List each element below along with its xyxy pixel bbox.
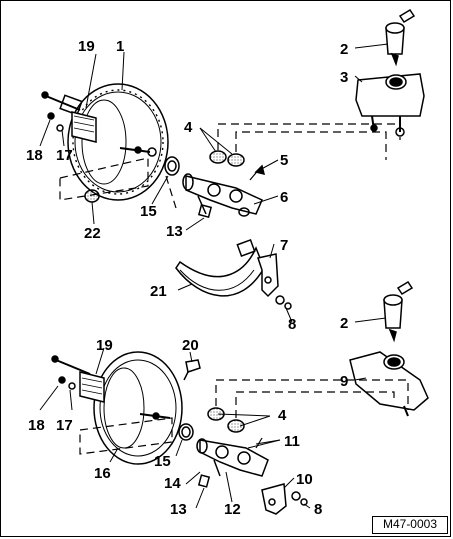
label-l-19: 19	[96, 337, 113, 354]
seals-lower	[207, 407, 245, 433]
vacuum-fitting-lower	[183, 359, 201, 381]
label-l-8: 8	[314, 501, 322, 518]
label-l-16: 16	[94, 465, 111, 482]
label-u-19: 19	[78, 38, 95, 55]
bracket-upper	[257, 253, 292, 310]
label-u-3: 3	[340, 69, 348, 86]
label-u-13: 13	[166, 223, 183, 240]
gasket-upper	[84, 189, 100, 203]
label-l-15: 15	[154, 453, 171, 470]
part-labels-upper: 19 1 2 3 4 5 6 7 8 13 15 17 18 21 22	[26, 38, 348, 333]
heat-shield-upper	[175, 239, 265, 297]
label-l-18: 18	[28, 417, 45, 434]
brake-booster-lower	[93, 351, 194, 465]
label-u-22: 22	[84, 225, 101, 242]
upper-assembly	[39, 8, 425, 323]
label-u-1: 1	[116, 38, 124, 55]
label-l-2: 2	[340, 315, 348, 332]
label-l-11: 11	[284, 433, 300, 450]
bracket-lower	[261, 483, 308, 515]
lower-assembly	[39, 280, 429, 515]
label-l-17: 17	[56, 417, 73, 434]
push-rod-lower	[51, 355, 105, 403]
leader-lines-lower	[39, 317, 387, 509]
label-l-12: 12	[224, 501, 241, 518]
label-u-17: 17	[56, 147, 73, 164]
reservoir-cap-lower	[383, 280, 414, 343]
label-u-8: 8	[288, 316, 296, 333]
reference-code: M47-0003	[372, 516, 448, 534]
label-u-21: 21	[150, 283, 167, 300]
label-l-14: 14	[164, 475, 181, 492]
reservoir-cap-upper	[385, 8, 416, 67]
seals-upper	[209, 150, 245, 167]
push-rod-upper	[41, 91, 97, 143]
leader-lines-upper	[39, 43, 389, 323]
label-u-4: 4	[184, 119, 193, 136]
label-u-2: 2	[340, 41, 348, 58]
label-u-15: 15	[140, 203, 157, 220]
label-l-9: 9	[340, 373, 348, 390]
reservoir-upper	[355, 73, 425, 137]
connection-lines-upper	[59, 123, 401, 209]
connection-lines-lower	[79, 379, 409, 455]
label-l-13: 13	[170, 501, 187, 518]
label-u-6: 6	[280, 189, 288, 206]
label-u-18: 18	[26, 147, 43, 164]
reservoir-lower	[349, 351, 429, 417]
label-u-5: 5	[280, 152, 288, 169]
label-l-10: 10	[296, 471, 313, 488]
part-labels-lower: 19 20 2 9 4 11 10 8 12 13 14 15 16 17 18	[28, 315, 348, 518]
label-l-4: 4	[278, 407, 287, 424]
brake-booster-upper	[67, 83, 180, 201]
label-l-20: 20	[182, 337, 199, 354]
master-cylinder-lower	[196, 437, 269, 488]
label-u-7: 7	[280, 237, 288, 254]
master-cylinder-upper	[182, 164, 266, 219]
